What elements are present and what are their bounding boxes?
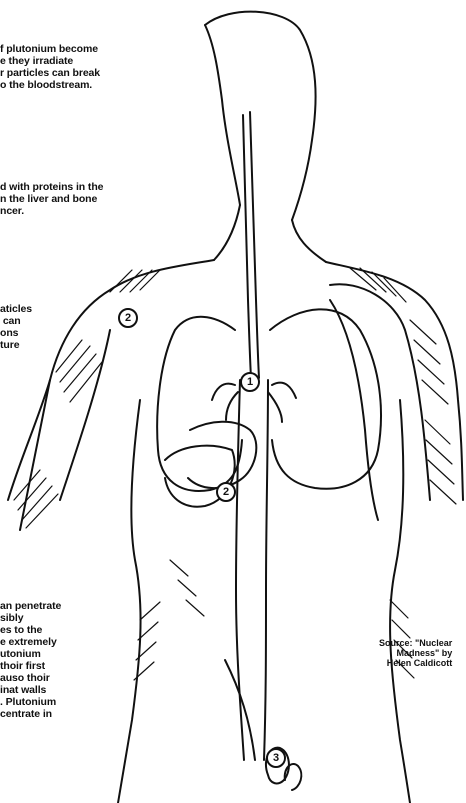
left-arm-inner	[60, 330, 110, 500]
right-flank	[390, 400, 410, 803]
stomach	[188, 422, 256, 488]
gonad-right	[285, 764, 302, 790]
marker-3-label: 3	[273, 752, 279, 764]
face-outline	[205, 25, 240, 205]
head-outline	[205, 12, 316, 220]
left-flank	[118, 400, 141, 803]
spine-right	[264, 380, 268, 760]
left-shoulder	[8, 260, 214, 500]
source-credit: Source: "Nuclear Madness" by Helen Caldi…	[379, 638, 452, 668]
caption-proteins-liver-bone: d with proteins in the n the liver and b…	[0, 181, 103, 217]
trachea-left	[243, 115, 251, 378]
neck-left	[214, 205, 240, 260]
caption-penetrate: an penetrate sibly es to the e extremely…	[0, 600, 61, 720]
marker-1: 1	[241, 373, 259, 391]
marker-2-arm: 2	[119, 309, 137, 327]
marker-2-liver-label: 2	[223, 486, 229, 498]
neck-right	[292, 220, 326, 262]
marker-2-liver: 2	[217, 483, 235, 501]
caption-particles: aticles can ons ture	[0, 303, 32, 351]
caption-plutonium-irradiate: f plutonium become e they irradiate r pa…	[0, 43, 100, 91]
marker-2-arm-label: 2	[125, 312, 131, 324]
trachea-right	[250, 112, 259, 378]
marker-1-label: 1	[247, 376, 253, 388]
marker-3: 3	[267, 749, 285, 767]
right-lung	[270, 309, 381, 488]
right-shoulder	[326, 262, 463, 500]
